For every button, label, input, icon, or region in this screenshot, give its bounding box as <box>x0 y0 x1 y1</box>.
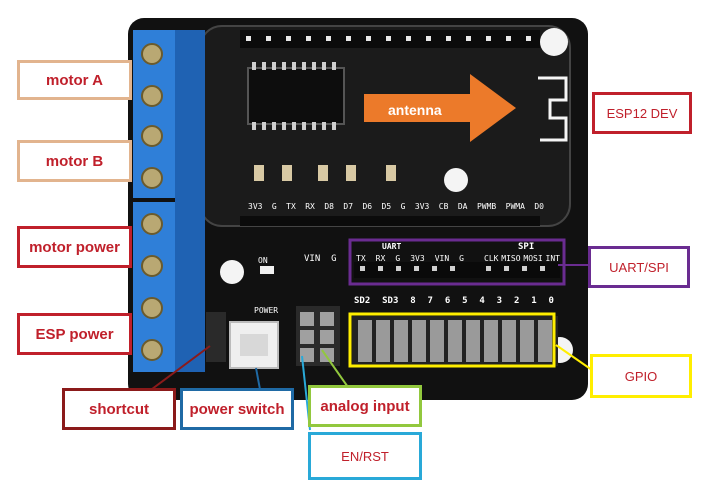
callout-esp-power-label: ESP power <box>35 325 114 343</box>
spi-pin-label: MOSI <box>523 254 543 263</box>
callout-motor-a: motor A <box>17 60 132 100</box>
callout-gpio: GPIO <box>590 354 692 398</box>
spi-pin-label: MISO <box>501 254 521 263</box>
callout-en-rst: EN/RST <box>308 432 422 480</box>
uart-pin-label: TX <box>356 254 366 263</box>
uart-pin-label: VIN <box>434 254 450 263</box>
header-pin-label: PWMA <box>505 202 525 211</box>
callout-uart-spi-label: UART/SPI <box>609 259 669 275</box>
gpio-pin-label: 3 <box>496 296 503 306</box>
spi-title: SPI <box>518 242 535 252</box>
uart-pin-label: 3V3 <box>410 254 425 263</box>
uart-pin-label: G <box>395 254 401 263</box>
header-pin-label: G <box>400 202 406 211</box>
header-pin-label: DA <box>457 202 468 211</box>
callout-analog-input-label: analog input <box>320 397 410 415</box>
uart-pin-label: G <box>459 254 464 263</box>
callout-shortcut-label: shortcut <box>89 400 149 418</box>
header-pin-label: D7 <box>343 202 354 211</box>
header-pin-label: D0 <box>534 202 544 211</box>
header-pin-label: TX <box>286 202 296 211</box>
header-pin-label: PWMB <box>476 202 497 211</box>
gpio-pin-label: 5 <box>462 296 468 306</box>
callout-motor-a-label: motor A <box>46 71 103 89</box>
callout-power-switch-label: power switch <box>189 400 285 418</box>
spi-pin-labels: CLK MISO MOSI INT <box>484 254 560 263</box>
uart-pin-label: RX <box>375 254 386 263</box>
header-pin-label: RX <box>305 202 315 211</box>
gpio-pin-label: SD2 <box>354 296 371 306</box>
uart-pin-labels: TX RX G 3V3 VIN G <box>356 254 464 263</box>
gpio-pin-label: 2 <box>513 296 520 306</box>
callout-uart-spi: UART/SPI <box>588 246 690 288</box>
callout-motor-power-label: motor power <box>29 238 120 256</box>
callout-shortcut: shortcut <box>62 388 176 430</box>
gpio-pin-label: 1 <box>531 296 537 306</box>
gpio-pin-label: 7 <box>427 296 433 306</box>
callout-en-rst-label: EN/RST <box>341 448 389 464</box>
callout-power-switch: power switch <box>180 388 294 430</box>
gpio-pin-label: 8 <box>410 296 416 306</box>
gpio-pin-label: 6 <box>444 296 451 306</box>
vin-g-label: VIN G <box>304 254 337 264</box>
callout-esp12-dev-label: ESP12 DEV <box>606 105 678 121</box>
callout-motor-power: motor power <box>17 226 132 268</box>
gpio-pin-labels: SD2 SD3 8 7 6 5 4 3 2 1 0 <box>354 296 554 306</box>
header-pin-label: 3V3 <box>248 202 263 211</box>
antenna-arrow-label: antenna <box>388 102 442 118</box>
header-pin-label: CB <box>438 202 449 211</box>
spi-pin-label: CLK <box>484 254 499 263</box>
gpio-pin-label: 0 <box>548 296 554 306</box>
callout-esp-power: ESP power <box>17 313 132 355</box>
gpio-pin-label: SD3 <box>382 296 399 306</box>
header-pin-label: D8 <box>324 202 334 211</box>
power-label: POWER <box>254 306 279 315</box>
on-label: ON <box>258 256 268 265</box>
callout-esp12-dev: ESP12 DEV <box>592 92 692 134</box>
header-pin-label: G <box>271 202 277 211</box>
header-pin-label: D6 <box>362 202 373 211</box>
header-pin-label: 3V3 <box>414 202 430 211</box>
uart-title: UART <box>382 242 402 251</box>
callout-motor-b-label: motor B <box>45 152 104 170</box>
spi-pin-label: INT <box>545 254 560 263</box>
callout-motor-b: motor B <box>17 140 132 182</box>
top-header-labels: 3V3 G TX RX D8 D7 D6 D5 G 3V3 CB DA PWMB… <box>248 202 544 211</box>
callout-analog-input: analog input <box>308 385 422 427</box>
callout-gpio-label: GPIO <box>624 368 658 384</box>
header-pin-label: D5 <box>381 202 392 211</box>
gpio-pin-label: 4 <box>479 296 485 306</box>
